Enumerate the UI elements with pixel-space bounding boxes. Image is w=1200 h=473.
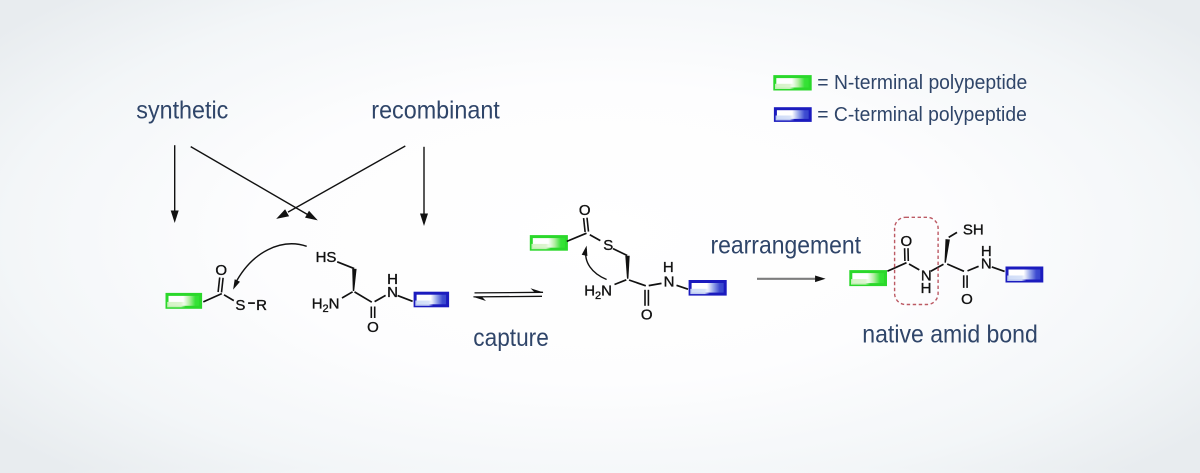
- svg-text:O: O: [641, 306, 653, 323]
- svg-text:S: S: [235, 297, 245, 314]
- svg-text:HS: HS: [316, 249, 337, 266]
- svg-text:= C-terminal polypeptide: = C-terminal polypeptide: [817, 104, 1027, 126]
- svg-text:rearrangement: rearrangement: [711, 231, 862, 259]
- svg-text:S: S: [603, 237, 613, 254]
- svg-text:= N-terminal polypeptide: = N-terminal polypeptide: [817, 72, 1027, 94]
- svg-text:H: H: [921, 280, 932, 297]
- svg-text:synthetic: synthetic: [136, 97, 228, 125]
- svg-text:SH: SH: [963, 222, 984, 239]
- svg-text:H: H: [663, 259, 674, 276]
- svg-text:recombinant: recombinant: [371, 97, 500, 125]
- svg-text:H: H: [981, 243, 992, 260]
- svg-text:O: O: [215, 262, 227, 279]
- svg-text:H: H: [387, 271, 398, 288]
- svg-text:native amid bond: native amid bond: [862, 321, 1038, 349]
- svg-text:R: R: [256, 297, 267, 314]
- svg-text:capture: capture: [473, 324, 549, 352]
- svg-text:H2N: H2N: [584, 283, 612, 303]
- svg-text:O: O: [961, 291, 973, 308]
- svg-text:O: O: [900, 233, 912, 250]
- svg-text:H2N: H2N: [312, 296, 340, 316]
- svg-text:O: O: [367, 319, 379, 336]
- svg-text:O: O: [579, 202, 591, 219]
